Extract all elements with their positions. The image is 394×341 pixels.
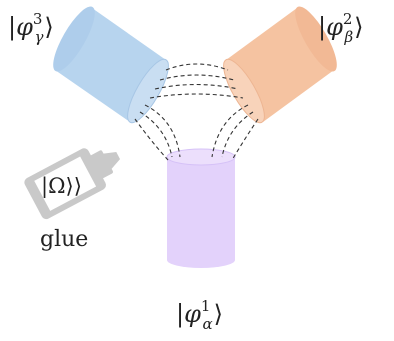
state-alpha-sup: 1 (201, 297, 211, 315)
cylinder-alpha-bottom-cap (167, 252, 235, 268)
state-beta-sub: β (343, 28, 353, 46)
wire-gamma-beta-4 (149, 93, 244, 99)
state-gamma-symbol: φ (16, 13, 33, 41)
wire-gamma-alpha-3 (134, 118, 169, 161)
wire-gamma-beta-3 (154, 83, 239, 90)
glue-ket-close: ⟩⟩ (66, 174, 82, 198)
state-alpha-sub: α (202, 315, 212, 333)
state-gamma-sub: γ (34, 28, 43, 46)
cylinder-alpha (166, 148, 236, 268)
wire-gamma-alpha-2 (139, 111, 173, 158)
state-alpha-symbol: φ (184, 300, 201, 328)
glue-bottle-label-panel (34, 156, 97, 211)
state-beta-bar: | (318, 13, 326, 42)
cylinder-beta-back-cap (295, 6, 337, 72)
cylinder-alpha-body (167, 157, 235, 260)
glue-bottle-icon (24, 148, 121, 220)
glue-label: glue (40, 227, 88, 252)
wire-bundle (134, 63, 259, 161)
cylinder-beta (223, 6, 337, 124)
glue-ket-bar: | (41, 174, 48, 199)
state-beta-close: ⟩ (354, 13, 363, 41)
wire-beta-alpha-3 (231, 118, 259, 161)
state-alpha-close: ⟩ (214, 300, 223, 328)
glue-ket-symbol: Ω (48, 174, 65, 198)
cylinder-gamma (53, 6, 169, 124)
cylinder-alpha-top-cap (166, 148, 236, 166)
wire-gamma-alpha-1 (144, 104, 181, 158)
state-gamma-sup: 3 (33, 10, 43, 28)
state-gamma-close: ⟩ (44, 13, 53, 41)
wire-gamma-beta-1 (165, 63, 229, 71)
state-gamma-bar: | (8, 13, 16, 42)
glue-bottle-nozzle (102, 151, 121, 170)
state-beta-symbol: φ (326, 13, 343, 41)
glue-bottle-neck (89, 150, 113, 179)
state-alpha-bar: | (176, 300, 184, 329)
wire-beta-alpha-1 (211, 104, 249, 158)
wire-gamma-beta-2 (159, 74, 235, 81)
glue-ket: |Ω⟩⟩ (41, 174, 82, 199)
state-beta-sup: 2 (343, 10, 353, 28)
cylinder-gamma-back-cap (53, 6, 95, 72)
wire-beta-alpha-2 (221, 111, 254, 158)
